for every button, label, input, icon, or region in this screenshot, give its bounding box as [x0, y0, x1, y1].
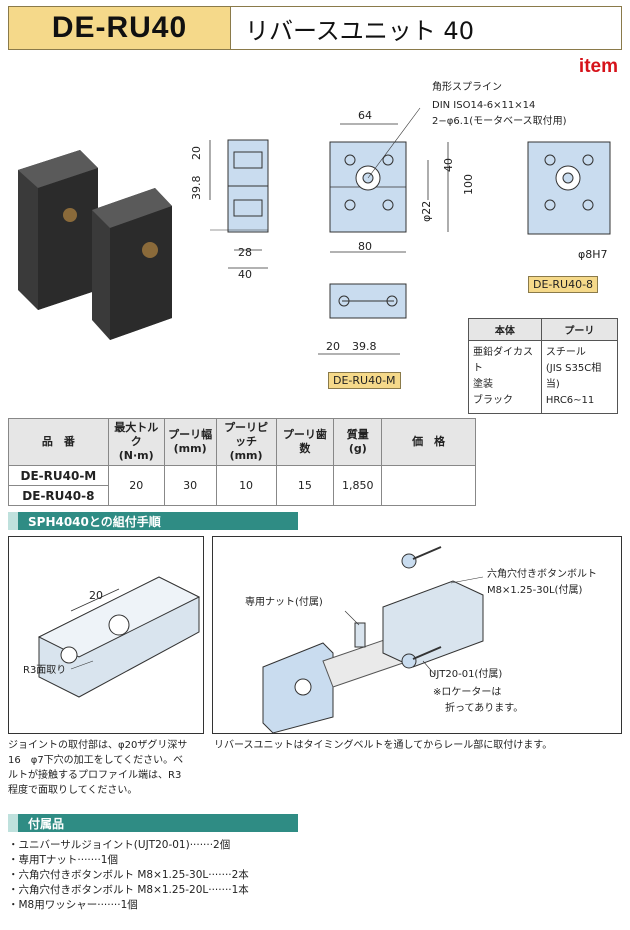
brand-logo: item — [578, 56, 618, 77]
spec-part-number: DE-RU40-8 — [8, 485, 109, 506]
assembly-drawing: 専用ナット(付属) 六角穴付きボタンボルト M8×1.25-30L(付属) UJ… — [245, 546, 597, 734]
spec-mass: 1,850 — [333, 465, 383, 506]
spec-header-part: 品 番 — [8, 418, 109, 466]
label-bolt-2: M8×1.25-30L(付属) — [487, 583, 582, 596]
mat-body-line: 亜鉛ダイカスト — [473, 347, 533, 374]
assembly-left-caption: ジョイントの取付部は、φ20ザグリ深サ 16 φ7下穴の加工をしてください。ベ … — [8, 738, 208, 798]
caption-line: ルトが接触するプロファイル端は、R3 — [8, 770, 182, 781]
spec-width: 30 — [163, 465, 217, 506]
mat-pulley-line: HRC6∼11 — [545, 395, 595, 406]
tag-variant-8: DE-RU40-8 — [528, 276, 599, 293]
mat-header-body: 本体 — [468, 318, 542, 341]
product-title: リバースユニット 40 — [245, 16, 474, 45]
dim-bottom-w2: 39.8 — [352, 340, 377, 353]
spec-header-torque: 最大トルク(N·m) — [107, 418, 165, 466]
left-label-r3: R3面取り — [23, 664, 66, 676]
bottom-view — [318, 283, 407, 355]
page-header: DE-RU40 リバースユニット 40 — [8, 6, 622, 50]
mat-header-pulley: プーリ — [540, 318, 619, 341]
dim-side-h1: 39.8 — [190, 176, 203, 201]
assembly-section-title: SPH4040との組付手順 — [28, 514, 161, 529]
spec-teeth: 15 — [275, 465, 335, 506]
side-view — [209, 139, 269, 269]
dim-front-top: 64 — [358, 109, 372, 122]
dim-side-h2: 20 — [190, 146, 203, 160]
spec-header-teeth: プーリ歯数 — [275, 418, 335, 466]
dim-side-w1: 28 — [238, 246, 252, 259]
mat-pulley-line: (JIS S35C相当) — [545, 363, 602, 390]
table-row: DE-RU40-8 — [8, 485, 476, 506]
caption-line: 16 φ7下穴の加工をしてください。ベ — [8, 755, 184, 766]
label-nut: 専用ナット(付属) — [245, 595, 323, 608]
variant8-view — [527, 141, 611, 235]
technical-drawing: 39.8 20 28 40 64 80 40 100 φ22 角形スプライン D… — [18, 81, 611, 355]
profile-drawing: 20 R3面取り — [23, 576, 201, 698]
spec-header-pitch: プーリピッチ(mm) — [215, 418, 277, 466]
label-locator-1: ※ロケーターは — [433, 686, 501, 698]
spec-header-torque-label: 最大トルク — [114, 421, 159, 448]
dim-bottom-w1: 20 — [326, 340, 340, 353]
spec-header-mass: 質量(g) — [333, 418, 383, 466]
note-spline-spec: DIN ISO14-6×11×14 — [432, 100, 535, 111]
label-joint: UJT20-01(付属) — [429, 667, 502, 680]
left-dim-20: 20 — [89, 589, 103, 602]
mat-body-line: ブラック — [473, 395, 513, 406]
assembly-right-panel: 専用ナット(付属) 六角穴付きボタンボルト M8×1.25-30L(付属) UJ… — [212, 536, 622, 734]
note-holes: 2−φ6.1(モータベース取付用) — [432, 114, 567, 127]
list-item: ・六角穴付きボタンボルト M8×1.25-30L·······2本 — [8, 869, 249, 881]
spec-price — [381, 465, 476, 506]
label-bolt-1: 六角穴付きボタンボルト — [487, 567, 597, 580]
spec-header-width-label: プーリ幅 — [168, 428, 213, 441]
spec-torque: 20 — [107, 465, 165, 506]
caption-line: 程度で面取りしてください。 — [8, 785, 138, 796]
assembly-section-bar: SPH4040との組付手順 — [8, 512, 298, 530]
section-mark — [8, 814, 18, 832]
dim-front-h1: 40 — [442, 158, 455, 172]
mat-pulley-cell: スチール (JIS S35C相当) HRC6∼11 — [540, 340, 619, 414]
accessories-list: ・ユニバーサルジョイント(UJT20-01)·······2個 ・専用Tナット·… — [8, 838, 249, 913]
front-view — [329, 107, 449, 253]
section-mark — [8, 512, 18, 530]
mat-body-cell: 亜鉛ダイカスト 塗装 ブラック — [468, 340, 542, 414]
model-box: DE-RU40 — [9, 7, 231, 49]
note-spline: 角形スプライン — [432, 81, 502, 93]
dim-front-phi22: φ22 — [420, 201, 433, 222]
spec-header-pitch-unit: (mm) — [229, 449, 263, 462]
list-item: ・六角穴付きボタンボルト M8×1.25-20L·······1本 — [8, 884, 249, 896]
product-photo — [18, 150, 172, 340]
material-table: 本体 プーリ 亜鉛ダイカスト 塗装 ブラック スチール (JIS S35C相当)… — [468, 318, 619, 414]
spec-header-mass-label: 質量 — [346, 428, 369, 441]
accessories-section-title: 付属品 — [28, 816, 65, 831]
accessories-section-bar: 付属品 — [8, 814, 298, 832]
spec-header-price: 価 格 — [381, 418, 476, 466]
list-item: ・ユニバーサルジョイント(UJT20-01)·······2個 — [8, 839, 231, 851]
spec-header-width: プーリ幅(mm) — [163, 418, 217, 466]
assembly-right-caption: リバースユニットはタイミングベルトを通してからレール部に取付けます。 — [214, 740, 553, 751]
label-locator-2: 折ってあります。 — [445, 701, 523, 714]
spec-header-width-unit: (mm) — [173, 442, 207, 455]
list-item: ・M8用ワッシャー·······1個 — [8, 899, 138, 911]
dim-front-bottom: 80 — [358, 240, 372, 253]
title-box: リバースユニット 40 — [231, 7, 621, 49]
spec-pitch: 10 — [215, 465, 277, 506]
dim-front-h2: 100 — [462, 174, 475, 195]
mat-pulley-line: スチール — [545, 347, 586, 358]
assembly-left-panel: 20 R3面取り — [8, 536, 204, 734]
spec-header-torque-unit: (N·m) — [118, 449, 154, 462]
caption-line: ジョイントの取付部は、φ20ザグリ深サ — [8, 740, 188, 751]
spec-header-pitch-label: プーリピッチ — [224, 421, 269, 448]
spec-table: 品 番 最大トルク(N·m) プーリ幅(mm) プーリピッチ(mm) プーリ歯数… — [8, 418, 476, 506]
table-row: DE-RU40-M 20 30 10 15 1,850 — [8, 465, 476, 506]
model-number: DE-RU40 — [51, 11, 188, 44]
list-item: ・専用Tナット·······1個 — [8, 854, 118, 866]
spec-header-mass-unit: (g) — [348, 442, 367, 455]
spec-part-number: DE-RU40-M — [8, 465, 109, 486]
dim-right-phi: φ8H7 — [578, 248, 608, 261]
dim-side-w2: 40 — [238, 268, 252, 281]
tag-variant-m: DE-RU40-M — [328, 372, 401, 389]
mat-body-line: 塗装 — [473, 379, 493, 390]
